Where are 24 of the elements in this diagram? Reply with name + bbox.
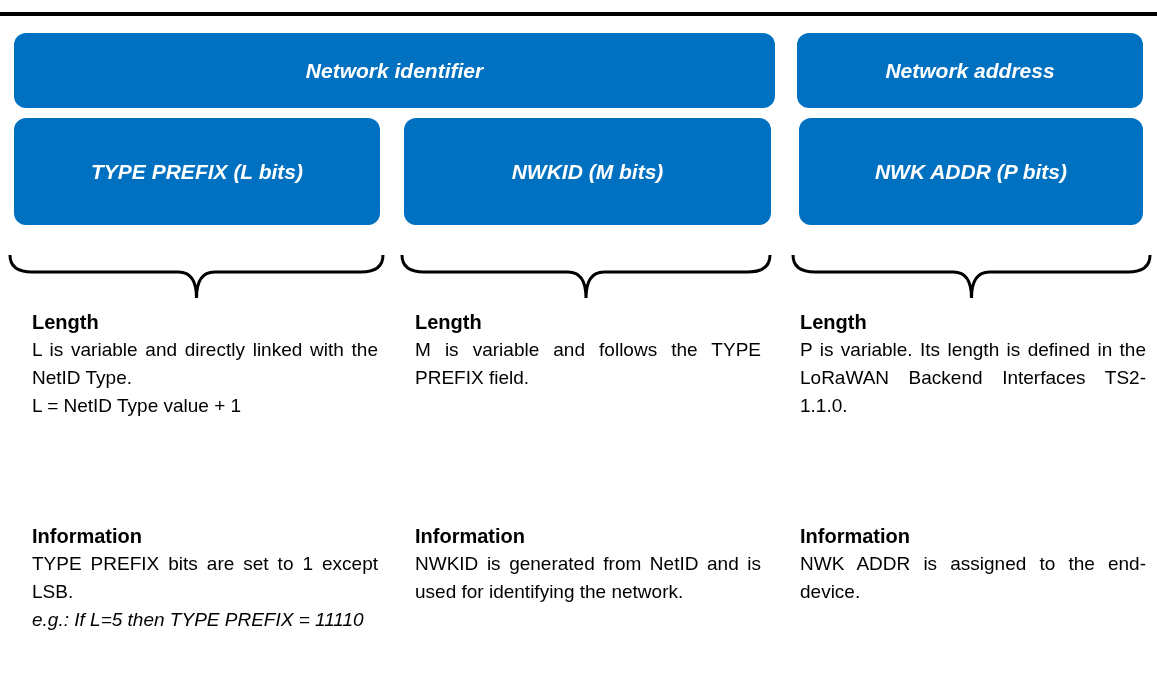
description-text: NWKID is generated from NetID and is used for identifying the network.	[415, 552, 761, 604]
description-text: TYPE PREFIX bits are set to 1 except LSB.	[32, 552, 378, 604]
field-block	[799, 118, 1143, 225]
field-label: NWKID (M bits)	[511, 159, 664, 185]
field-block	[14, 33, 775, 108]
field-label: Network identifier	[305, 58, 484, 84]
section-heading: Information	[800, 524, 911, 549]
section-heading: Information	[32, 524, 143, 549]
field-label: Network address	[885, 58, 1055, 84]
section-heading: Length	[32, 310, 100, 335]
description-text: P is variable. Its length is defined in the LoRaWAN Backend Interfaces TS2-1.1.0.	[800, 338, 1146, 418]
field-block	[404, 118, 771, 225]
description-text: L is variable and directly linked with the NetID Type.	[32, 338, 378, 390]
field-block	[14, 118, 380, 225]
section-heading: Length	[415, 310, 483, 335]
field-label: NWK ADDR (P bits)	[874, 159, 1068, 185]
description-text: L = NetID Type value + 1	[32, 394, 243, 418]
section-heading: Length	[800, 310, 868, 335]
example-note: e.g.: If L=5 then TYPE PREFIX = 11110	[32, 608, 365, 632]
field-block	[797, 33, 1143, 108]
section-heading: Information	[415, 524, 526, 549]
description-text: NWK ADDR is assigned to the end-device.	[800, 552, 1146, 604]
description-text: M is variable and follows the TYPE PREFIX field.	[415, 338, 761, 390]
field-label: TYPE PREFIX (L bits)	[91, 159, 303, 185]
